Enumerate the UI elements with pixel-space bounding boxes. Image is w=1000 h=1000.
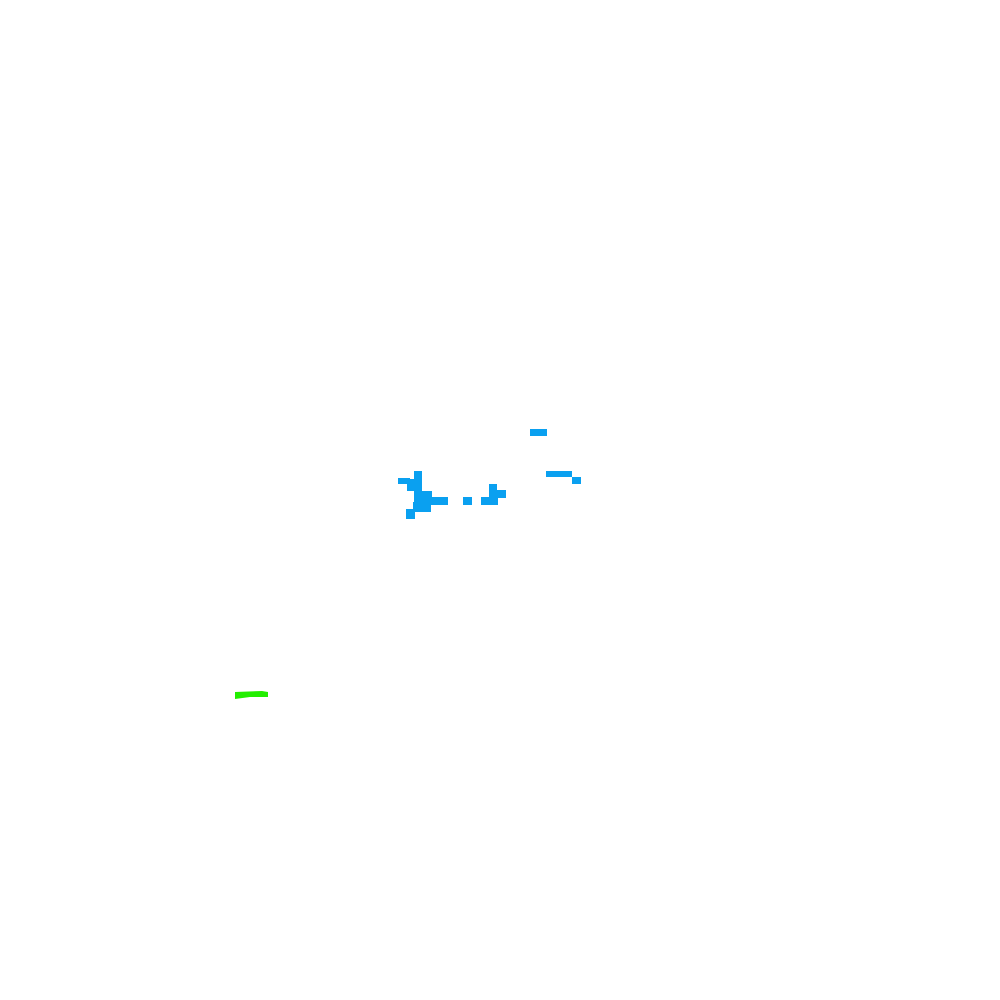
water-feature	[430, 497, 448, 505]
water-features-layer	[398, 429, 581, 519]
water-feature	[414, 491, 432, 503]
water-feature	[546, 471, 572, 477]
water-feature	[414, 471, 422, 479]
water-feature	[489, 490, 506, 498]
water-feature	[406, 509, 415, 519]
water-feature	[398, 478, 410, 484]
water-feature	[530, 429, 547, 436]
water-feature	[407, 479, 422, 491]
water-feature	[489, 484, 497, 492]
water-feature	[572, 477, 581, 484]
water-feature	[481, 497, 498, 505]
vegetation-features-layer	[235, 691, 268, 699]
water-feature	[413, 502, 431, 512]
water-feature	[463, 497, 472, 505]
vegetation-feature	[235, 691, 268, 699]
